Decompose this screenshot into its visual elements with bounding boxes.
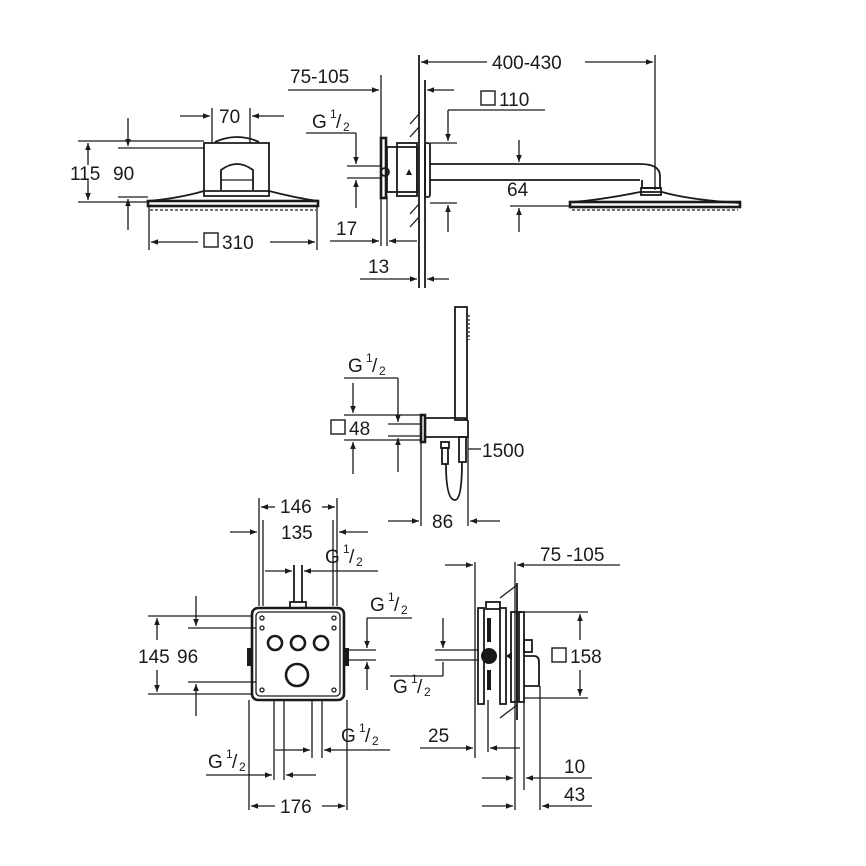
dim-75-105: 75 -105 xyxy=(540,545,604,566)
svg-text:/: / xyxy=(336,112,342,133)
svg-text:1: 1 xyxy=(366,351,373,365)
svg-text:2: 2 xyxy=(239,760,246,774)
square-symbol-icon xyxy=(551,647,567,663)
svg-text:1: 1 xyxy=(359,721,366,735)
svg-text:G: G xyxy=(393,677,408,698)
dim-146: 146 xyxy=(280,497,312,518)
svg-text:G: G xyxy=(312,112,327,133)
svg-text:2: 2 xyxy=(401,603,408,617)
dim-25: 25 xyxy=(428,726,449,747)
svg-text:G: G xyxy=(208,752,223,773)
head-shower-side-view: 75-105 G 1 / 2 17 13 400-430 110 xyxy=(288,53,742,288)
dim-43: 43 xyxy=(564,785,585,806)
svg-text:2: 2 xyxy=(343,120,350,134)
thread-label-g-half: G 1 / 2 xyxy=(208,747,246,774)
dim-64: 64 xyxy=(507,180,529,201)
svg-text:/: / xyxy=(394,595,400,616)
dim-135: 135 xyxy=(281,523,313,544)
thread-label-g-half: G 1 / 2 xyxy=(312,107,350,134)
svg-text:G: G xyxy=(348,356,363,377)
hand-shower-view: G 1 / 2 48 1500 86 xyxy=(330,306,524,533)
svg-text:2: 2 xyxy=(424,685,431,699)
dim-17: 17 xyxy=(336,219,357,240)
dim-10: 10 xyxy=(564,757,585,778)
dim-400-430: 400-430 xyxy=(492,53,562,74)
thread-label-g-half: G 1 / 2 xyxy=(393,672,431,699)
svg-text:/: / xyxy=(365,726,371,747)
square-symbol-icon xyxy=(203,232,219,248)
dim-115: 115 xyxy=(70,164,100,185)
dim-1500: 1500 xyxy=(482,441,524,462)
svg-text:1: 1 xyxy=(411,672,418,686)
svg-text:1: 1 xyxy=(343,542,350,556)
dim-90: 90 xyxy=(113,164,134,185)
dim-75-105: 75-105 xyxy=(290,67,349,88)
svg-text:2: 2 xyxy=(379,364,386,378)
dim-176: 176 xyxy=(280,797,312,818)
thread-label-g-half: G 1 / 2 xyxy=(348,351,386,378)
svg-text:1: 1 xyxy=(330,107,337,121)
dim-13: 13 xyxy=(368,257,389,278)
svg-text:2: 2 xyxy=(356,555,363,569)
svg-text:1: 1 xyxy=(388,590,395,604)
dim-70: 70 xyxy=(219,107,240,128)
square-symbol-icon xyxy=(480,90,496,106)
square-symbol-icon xyxy=(330,419,346,435)
dim-48: 48 xyxy=(349,419,370,440)
svg-text:G: G xyxy=(325,547,340,568)
dim-145: 145 xyxy=(138,647,170,668)
svg-text:/: / xyxy=(349,547,355,568)
dim-310: 310 xyxy=(222,233,254,254)
dim-158: 158 xyxy=(570,647,602,668)
svg-text:/: / xyxy=(232,752,238,773)
dim-110: 110 xyxy=(499,90,529,111)
valve-front-view: 146 135 G 1 / 2 145 96 G 1 / 2 xyxy=(138,497,412,818)
dim-96: 96 xyxy=(177,647,198,668)
valve-side-view: 75 -105 158 G 1 / 2 25 10 4 xyxy=(390,545,620,810)
svg-text:1: 1 xyxy=(226,747,233,761)
svg-text:G: G xyxy=(341,726,356,747)
svg-text:/: / xyxy=(417,677,423,698)
thread-label-g-half: G 1 / 2 xyxy=(325,542,363,569)
head-shower-front-view: 70 115 90 310 xyxy=(70,107,320,254)
thread-label-g-half: G 1 / 2 xyxy=(370,590,408,617)
svg-text:2: 2 xyxy=(372,734,379,748)
svg-text:G: G xyxy=(370,595,385,616)
thread-label-g-half: G 1 / 2 xyxy=(341,721,379,748)
dim-86: 86 xyxy=(432,512,453,533)
svg-text:/: / xyxy=(372,356,378,377)
